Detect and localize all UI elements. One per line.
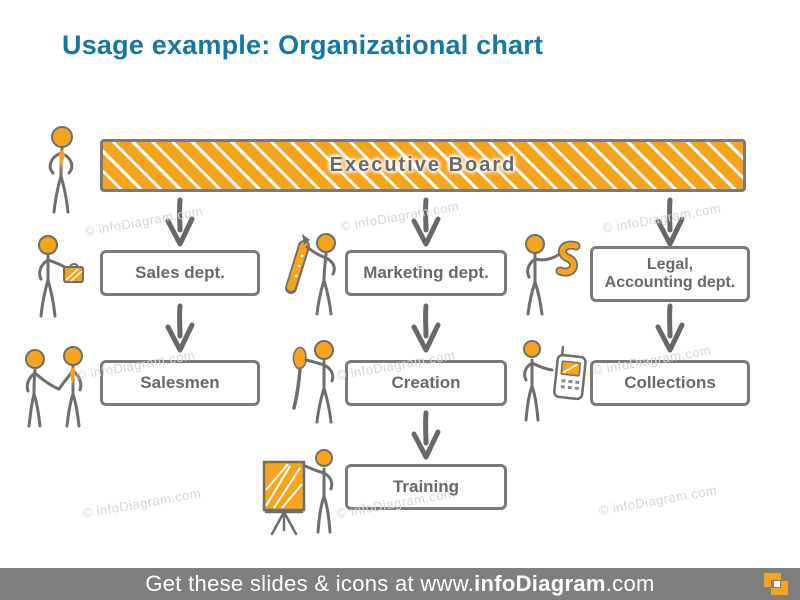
arrow-down-icon	[411, 410, 441, 460]
org-node-label: Sales dept.	[135, 263, 225, 283]
phone-person-icon	[523, 340, 587, 422]
businessman-standing-icon	[48, 126, 74, 214]
org-node-marketing-dept: Marketing dept.	[345, 250, 507, 296]
org-node-label-line1: Legal,	[646, 255, 694, 273]
money-person-icon	[525, 234, 581, 316]
org-node-label-line2: Accounting dept.	[604, 274, 736, 291]
org-node-label: Creation	[391, 373, 461, 393]
org-node-label: Training	[392, 477, 460, 497]
watermark: © infoDiagram.com	[597, 482, 719, 518]
org-node-label: Executive Board	[329, 154, 517, 176]
org-node-executive-board: Executive Board	[100, 139, 746, 192]
arrow-down-icon	[655, 303, 685, 353]
org-node-training: Training	[345, 464, 507, 510]
arrow-down-icon	[165, 197, 195, 247]
handshake-people-icon	[25, 346, 83, 428]
footer-text-prefix: Get these slides & icons at www.	[145, 571, 475, 596]
org-node-sales-dept: Sales dept.	[100, 250, 260, 296]
paintbrush-person-icon	[292, 340, 335, 424]
footer-text-suffix: .com	[605, 571, 655, 596]
org-node-label: Salesmen	[140, 373, 220, 393]
briefcase-person-icon	[38, 235, 84, 318]
footer-bar: Get these slides & icons at www.infoDiag…	[0, 568, 800, 600]
arrow-down-icon	[411, 197, 441, 247]
watermark: © infoDiagram.com	[81, 485, 203, 521]
infodiagram-logo-icon	[764, 573, 788, 595]
arrow-down-icon	[655, 197, 685, 247]
page-title: Usage example: Organizational chart	[62, 30, 544, 60]
arrow-down-icon	[411, 303, 441, 353]
flipchart-person-icon	[262, 449, 334, 536]
org-node-creation: Creation	[345, 360, 507, 406]
pen-person-icon	[285, 233, 336, 316]
org-node-label: Marketing dept.	[363, 263, 489, 283]
org-node-salesmen: Salesmen	[100, 360, 260, 406]
org-node-legal-accounting-dept: Legal, Accounting dept.	[590, 246, 750, 302]
footer-brand: infoDiagram	[474, 571, 606, 596]
org-node-label: Collections	[624, 373, 716, 393]
org-node-collections: Collections	[590, 360, 750, 406]
arrow-down-icon	[165, 303, 195, 353]
